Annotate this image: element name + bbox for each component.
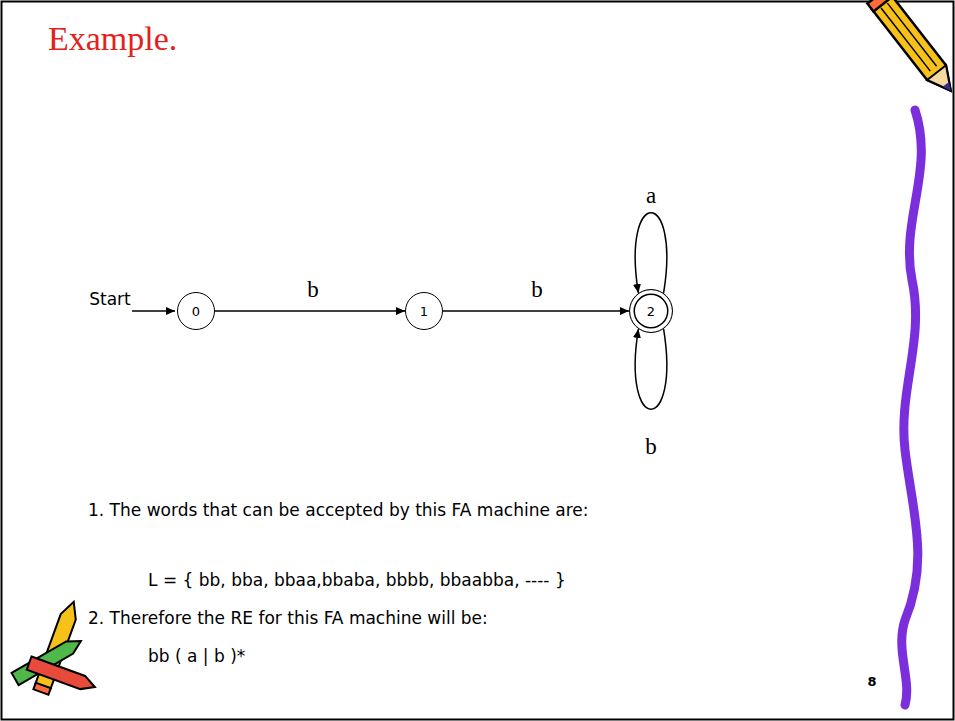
accept-state-circle: 2 xyxy=(629,289,673,333)
state-circle: 1 xyxy=(405,292,443,330)
page-number-text: 8 xyxy=(867,674,876,689)
transition-symbol: a xyxy=(644,183,658,208)
self-loop-transition xyxy=(635,213,667,293)
list-item-text: 2. Therefore the RE for this FA machine … xyxy=(88,608,488,628)
wavy-border-line xyxy=(902,110,922,705)
state-number: 2 xyxy=(647,304,655,319)
language-set-text: L = { bb, bba, bbaa,bbaba, bbbb, bbaabba… xyxy=(148,570,566,590)
list-item-text: 1. The words that can be accepted by thi… xyxy=(88,500,589,520)
transition-symbol: b xyxy=(643,434,659,459)
transition-symbol: b xyxy=(529,277,545,302)
list-item: 1. The words that can be accepted by thi… xyxy=(88,496,610,524)
start-arrow xyxy=(132,310,175,312)
transition-arrow xyxy=(443,310,629,312)
self-loop-transition xyxy=(635,329,667,409)
list-item: 2. Therefore the RE for this FA machine … xyxy=(88,604,488,632)
state-number: 0 xyxy=(192,304,200,319)
pencil-drawing xyxy=(867,0,955,98)
transition-symbol: b xyxy=(305,277,321,302)
start-label-text: Start xyxy=(89,289,131,309)
regular-expression-text: bb ( a | b )* xyxy=(148,646,245,666)
transition-arrow xyxy=(215,310,405,312)
state-circle: 0 xyxy=(177,292,215,330)
crayons-drawing xyxy=(12,599,98,695)
language-set: L = { bb, bba, bbaa,bbaba, bbbb, bbaabba… xyxy=(148,566,566,594)
state-number: 1 xyxy=(420,304,428,319)
page-number: 8 xyxy=(867,668,876,696)
slide-title: Example. xyxy=(48,20,177,58)
regular-expression: bb ( a | b )* xyxy=(148,642,245,670)
start-label: Start xyxy=(89,285,131,313)
